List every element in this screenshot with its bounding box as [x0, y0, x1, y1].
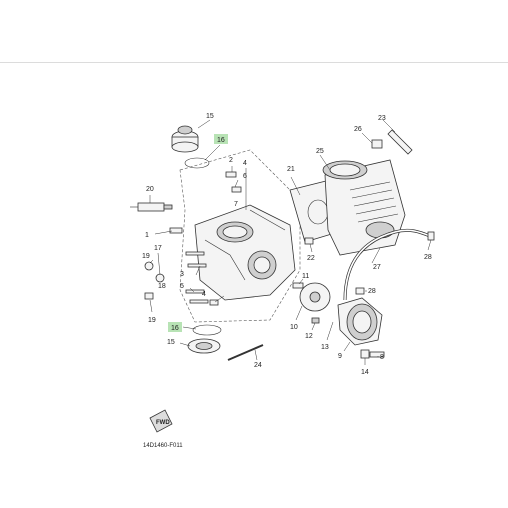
label-part-22: 22 — [307, 255, 315, 262]
leader-lines — [149, 119, 432, 365]
label-part-21: 21 — [287, 166, 295, 173]
label-part-27: 27 — [373, 264, 381, 271]
label-part-6: 6 — [243, 173, 247, 180]
o-ring-bottom — [192, 324, 222, 336]
intake-insulator — [187, 338, 221, 354]
o-ring-top — [184, 157, 210, 169]
hose-clip-28 — [427, 231, 435, 241]
dowel-pin — [371, 139, 383, 149]
stud-bolt — [227, 344, 264, 361]
oil-filler-cap — [171, 125, 199, 153]
label-part-17: 17 — [154, 245, 162, 252]
label-part-1: 1 — [145, 232, 149, 239]
label-part-5: 5 — [180, 283, 184, 290]
label-part-28-lower: 28 — [368, 288, 376, 295]
label-part-18: 18 — [158, 283, 166, 290]
part-labels: 15 16 2 4 6 7 20 1 17 19 18 3 5 4 19 16 … — [142, 113, 432, 376]
label-part-13: 13 — [321, 344, 329, 351]
svg-text:FWD: FWD — [156, 420, 170, 426]
holder-9 — [337, 297, 383, 346]
spark-plug — [130, 202, 173, 212]
page-divider — [0, 62, 508, 63]
label-part-28: 28 — [424, 254, 432, 261]
label-part-3: 3 — [180, 271, 184, 278]
label-part-10: 10 — [290, 324, 298, 331]
drawing-code: 14D1460-F011 — [143, 443, 183, 449]
bolt-14 — [360, 349, 370, 359]
label-part-4-lower: 4 — [202, 291, 206, 298]
plug-22 — [304, 237, 314, 245]
label-part-20: 20 — [146, 186, 154, 193]
plate-10 — [299, 282, 331, 312]
bolt-8 — [369, 351, 385, 358]
cylinder-block — [322, 159, 406, 256]
label-part-14: 14 — [361, 369, 369, 376]
pin-23 — [387, 129, 413, 155]
label-part-8: 8 — [380, 354, 384, 361]
label-part-26: 26 — [354, 126, 362, 133]
label-part-9: 9 — [338, 353, 342, 360]
key-12 — [311, 317, 320, 324]
label-part-15-lower: 15 — [167, 339, 175, 346]
label-part-16: 16 — [217, 137, 225, 144]
label-part-19-lower: 19 — [148, 317, 156, 324]
label-part-23: 23 — [378, 115, 386, 122]
highlight-part-16-bottom — [168, 322, 182, 332]
label-part-25: 25 — [316, 148, 324, 155]
bolt-11 — [292, 282, 304, 289]
label-part-7: 7 — [234, 201, 238, 208]
label-part-24: 24 — [254, 362, 262, 369]
label-part-19: 19 — [142, 253, 150, 260]
label-part-4: 4 — [243, 160, 247, 167]
assembly-outline — [179, 149, 301, 323]
label-part-16-lower: 16 — [171, 325, 179, 332]
clip-28 — [355, 287, 365, 295]
label-part-12: 12 — [305, 333, 313, 340]
label-part-15: 15 — [206, 113, 214, 120]
head-bolts — [144, 171, 242, 306]
label-part-2: 2 — [229, 157, 233, 164]
highlight-part-16-top — [214, 134, 228, 144]
label-part-11: 11 — [302, 273, 309, 280]
fwd-arrow-icon: FWD — [149, 409, 173, 433]
cylinder-head — [194, 204, 296, 301]
